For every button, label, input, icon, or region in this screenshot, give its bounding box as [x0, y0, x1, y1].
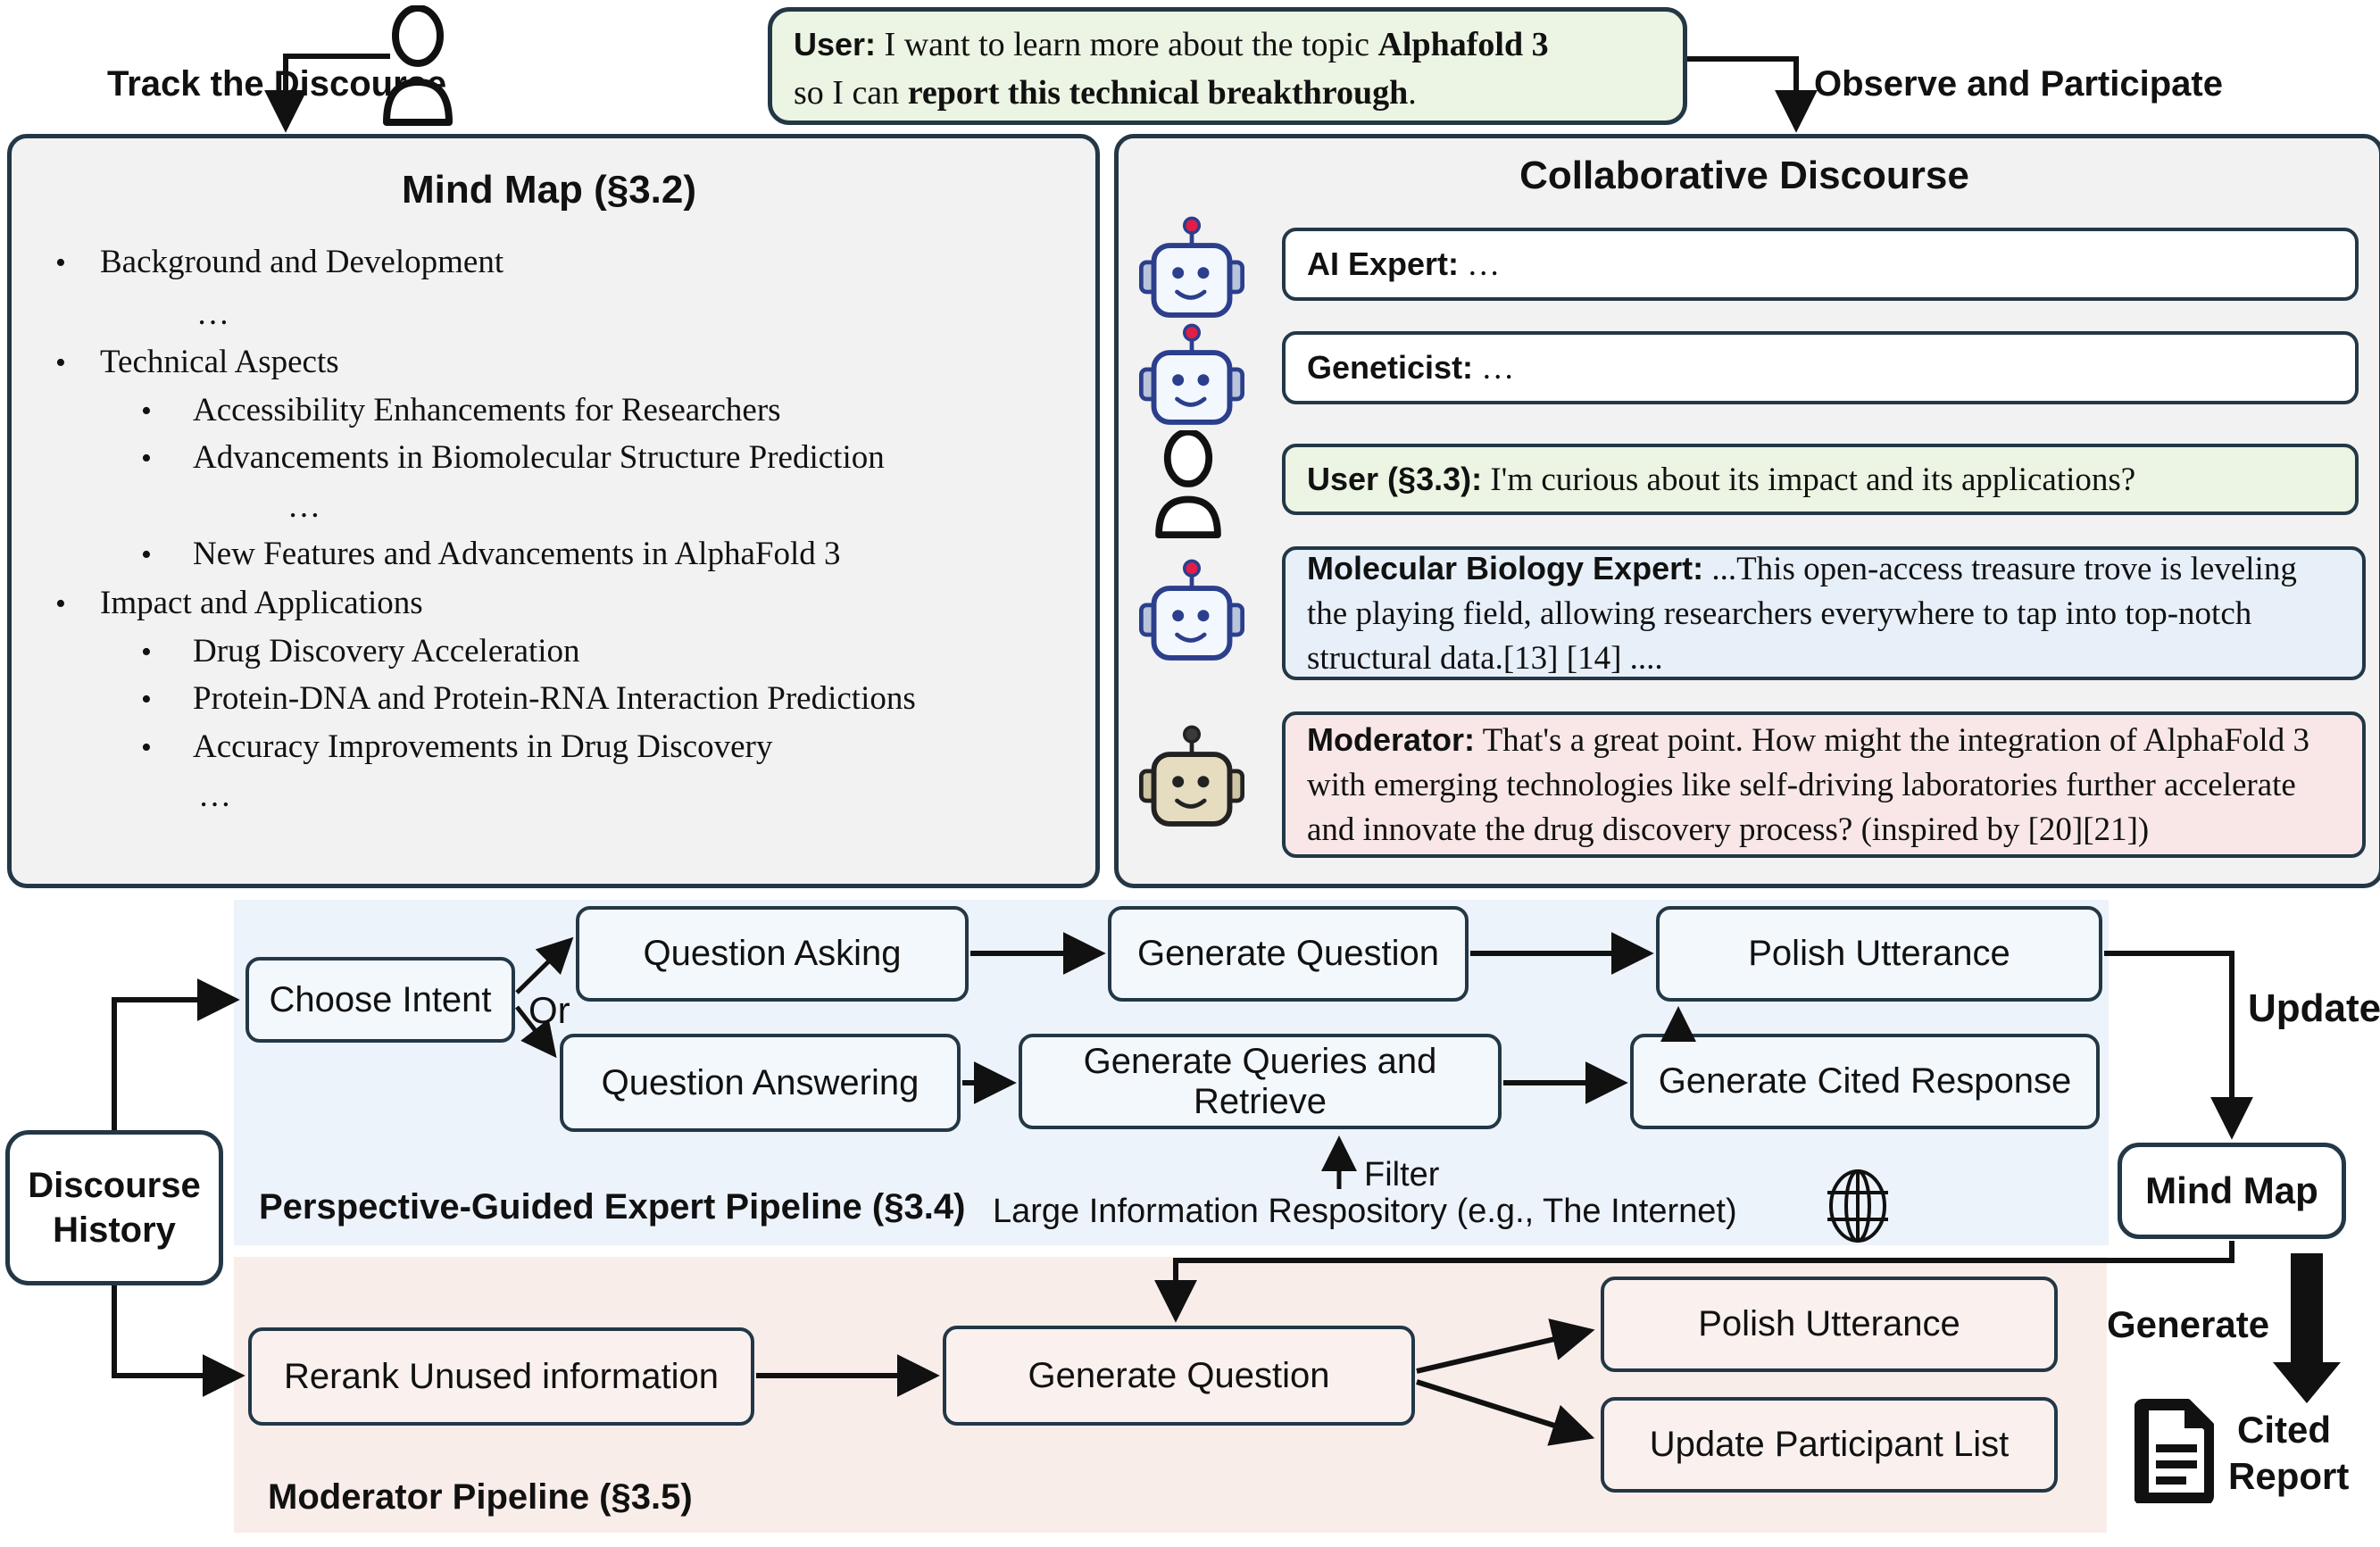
mindmap-item: Protein-DNA and Protein-RNA Interaction …: [193, 680, 916, 717]
speaker-label: Geneticist:: [1307, 348, 1474, 386]
discourse-history-box: Discourse History: [5, 1130, 223, 1285]
robot-icon-blue: [1139, 559, 1244, 669]
discourse-history-line1: Discourse: [28, 1166, 201, 1205]
speaker-label: Moderator:: [1307, 720, 1475, 758]
arrow-user-to-discourse: [1687, 56, 1818, 133]
bullet: •: [141, 538, 152, 571]
message-text: That's a great point. How might the inte…: [1307, 721, 2309, 848]
rerank-box: Rerank Unused information: [248, 1327, 754, 1426]
chat-bubble-geneticist: Geneticist: …: [1282, 331, 2359, 404]
user-topic-bubble: User: I want to learn more about the top…: [768, 7, 1687, 125]
robot-icon-blue: [1139, 323, 1244, 433]
mindmap-item: Accessibility Enhancements for Researche…: [193, 392, 781, 428]
mind-map-panel: [7, 134, 1100, 888]
robot-icon-moderator: [1139, 725, 1244, 835]
generate-question-expert-box: Generate Question: [1108, 906, 1469, 1002]
question-asking-box: Question Asking: [576, 906, 969, 1002]
cited-report-label-line2: Report: [2228, 1455, 2350, 1497]
mindmap-item: Background and Development: [100, 244, 504, 280]
collaborative-discourse-title: Collaborative Discourse: [1519, 154, 1969, 197]
bullet: •: [141, 636, 152, 669]
speaker-label: AI Expert:: [1307, 245, 1460, 282]
mindmap-ellipsis: …: [196, 295, 229, 332]
cited-report-label-line1: Cited: [2237, 1409, 2331, 1451]
message-text: …: [1459, 245, 1501, 283]
polish-utterance-expert-box: Polish Utterance: [1656, 906, 2102, 1002]
bullet: •: [141, 731, 152, 764]
user-msg-t1: I want to learn more about the topic: [876, 26, 1378, 63]
mind-map-flow-box: Mind Map: [2118, 1143, 2346, 1239]
bullet: •: [141, 442, 152, 475]
mindmap-item: Advancements in Biomolecular Structure P…: [193, 439, 885, 476]
user-msg-t3: .: [1408, 74, 1417, 112]
choose-intent-box: Choose Intent: [245, 957, 515, 1043]
discourse-history-line2: History: [53, 1210, 176, 1250]
chat-bubble-ai-expert: AI Expert: …: [1282, 228, 2359, 301]
user-msg-b2: report this technical breakthrough: [907, 74, 1409, 112]
user-speaker: User:: [794, 26, 877, 62]
bullet: •: [55, 246, 66, 279]
user-person-icon: [382, 4, 454, 131]
mindmap-ellipsis: …: [198, 778, 231, 814]
message-text: ...This open-access treasure trove is le…: [1307, 550, 2297, 677]
update-label: Update: [2248, 986, 2380, 1030]
user-msg-b1: Alphafold 3: [1377, 26, 1549, 63]
mind-map-panel-title: Mind Map (§3.2): [401, 168, 697, 212]
globe-icon: [1821, 1168, 1894, 1249]
mindmap-item: Drug Discovery Acceleration: [193, 633, 580, 670]
generate-queries-box: Generate Queries and Retrieve: [1019, 1034, 1502, 1129]
chat-bubble-moderator: Moderator: That's a great point. How mig…: [1282, 711, 2366, 858]
mindmap-item: New Features and Advancements in AlphaFo…: [193, 536, 841, 572]
message-text: …: [1473, 349, 1515, 387]
thick-generate-arrow: [2273, 1253, 2341, 1403]
arrow-history-to-choose-intent: [112, 978, 240, 1130]
polish-utterance-moderator-box: Polish Utterance: [1601, 1277, 2058, 1372]
speaker-label: Molecular Biology Expert:: [1307, 549, 1704, 586]
robot-icon-blue: [1139, 216, 1244, 326]
message-text: I'm curious about its impact and its app…: [1482, 461, 2136, 498]
bullet: •: [141, 683, 152, 716]
arrow-history-to-rerank: [112, 1285, 245, 1397]
bullet: •: [141, 395, 152, 428]
mindmap-item: Technical Aspects: [100, 344, 339, 380]
generate-cited-response-box: Generate Cited Response: [1630, 1034, 2100, 1129]
question-answering-box: Question Answering: [560, 1034, 961, 1132]
user-person-icon-small: [1153, 428, 1223, 544]
or-label: Or: [528, 989, 570, 1031]
filter-label: Filter: [1364, 1156, 1440, 1194]
repository-label: Large Information Respository (e.g., The…: [993, 1193, 1737, 1230]
user-msg-t2: so I can: [794, 74, 908, 112]
bullet: •: [55, 346, 66, 379]
generate-question-moderator-box: Generate Question: [943, 1326, 1415, 1426]
moderator-pipeline-label: Moderator Pipeline (§3.5): [268, 1477, 693, 1517]
generate-label: Generate: [2107, 1303, 2270, 1345]
bullet: •: [55, 587, 66, 620]
expert-pipeline-label: Perspective-Guided Expert Pipeline (§3.4…: [259, 1187, 966, 1227]
speaker-label: User (§3.3):: [1307, 460, 1483, 497]
cited-report-doc-icon: [2134, 1398, 2217, 1508]
mindmap-item: Accuracy Improvements in Drug Discovery: [193, 728, 773, 765]
chat-bubble-molecular-biology-expert: Molecular Biology Expert: ...This open-a…: [1282, 546, 2366, 680]
arrow-polish-to-mindmap: [2104, 951, 2253, 1140]
mindmap-item: Impact and Applications: [100, 585, 423, 621]
mindmap-ellipsis: …: [287, 488, 320, 525]
chat-bubble-user: User (§3.3): I'm curious about its impac…: [1282, 444, 2359, 515]
update-participant-list-box: Update Participant List: [1601, 1397, 2058, 1493]
observe-participate-label: Observe and Participate: [1814, 64, 2223, 104]
